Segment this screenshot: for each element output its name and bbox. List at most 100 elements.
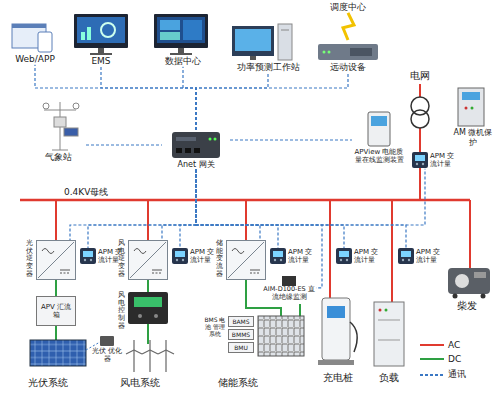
legend-line-sample (420, 355, 444, 363)
comm-line (101, 67, 196, 130)
ems-monitor (74, 14, 128, 55)
legend-line-sample (420, 341, 444, 349)
power-quality-device (368, 112, 390, 146)
node-label: 负载 (366, 372, 412, 384)
group-label: 风电系统 (120, 376, 160, 390)
meter-node: APM 交流计量 (172, 248, 220, 265)
node-label: Web/APP (8, 54, 62, 65)
legend-text: AC (448, 340, 460, 350)
comm-line (196, 170, 260, 240)
node-label: BMS 电池 管理 系统 (204, 316, 226, 338)
bms-box: BMU (228, 342, 254, 353)
busbar-label: 0.4KV母线 (64, 186, 108, 199)
app-node: Web/APP (8, 22, 62, 65)
node-label: BMMS (231, 331, 251, 338)
gateway-device (172, 132, 220, 158)
node-label: BMU (231, 344, 251, 351)
protection-node: AM 微机保护 (450, 86, 496, 147)
comm-line (196, 170, 406, 248)
generator-node: 柴发 (440, 262, 494, 312)
combiner-box: APV 汇流箱 (36, 296, 76, 326)
charging-pile (318, 298, 357, 365)
node-label: 光伏 优化器 (90, 348, 124, 364)
dc-line (55, 280, 57, 296)
node-label: 远动设备 (312, 62, 384, 73)
comm-line (180, 170, 196, 248)
wind-controller (128, 292, 168, 324)
node-label: APM 交流计量 (288, 248, 318, 265)
monitor-node: APView 电能质量在线监测装置 (352, 110, 406, 165)
comm-line (88, 170, 196, 248)
bms-box: BMMS (228, 329, 254, 340)
inverter-node: 光伏逆变器 (26, 240, 76, 280)
weather-node: 气象站 (30, 100, 86, 163)
comm-line (196, 73, 268, 130)
inverter-icons (37, 241, 266, 280)
node-label: 气象站 (30, 152, 86, 163)
comm-line (196, 170, 344, 248)
node-label: BAMS (231, 318, 251, 325)
node-label: APM 交流计量 (190, 248, 220, 265)
meter-node: APM 交流计量 (412, 152, 460, 169)
node-label: APV 汇流箱 (39, 303, 73, 320)
dc-line (147, 280, 149, 292)
insulation-monitor: AIM-D100-ES 直流绝缘监测 (262, 274, 316, 302)
data-center-node: 数据中心 (150, 12, 216, 67)
node-label: 充电桩 (312, 372, 364, 384)
node-label: Anet 网关 (162, 160, 230, 170)
data-center-monitor (154, 14, 208, 55)
node-label: 储能变流器 (216, 240, 223, 278)
web-app-icon (12, 24, 52, 52)
legend-line-sample (420, 371, 444, 379)
weather-station (43, 102, 79, 150)
node-label: 数据中心 (150, 56, 216, 67)
legend-text: 通讯 (448, 368, 466, 381)
legend-entry: 通讯 (420, 368, 466, 381)
node-label: 柴发 (440, 300, 494, 312)
node-label: APM 交流计量 (416, 248, 446, 265)
bms-box: BAMS (228, 316, 254, 327)
comm-line (162, 170, 196, 240)
node-label: APView 电能质量在线监测装置 (352, 148, 406, 165)
comm-line (70, 170, 196, 240)
workstation-node: 功率预测工作站 (226, 20, 310, 73)
node-label: 调度中心 (316, 2, 380, 13)
protection-cabinet (458, 88, 484, 126)
node-label: 风电控制器 (118, 292, 125, 330)
legend-entry: DC (420, 354, 461, 364)
group-label: 储能系统 (218, 376, 258, 390)
bms-node: BMS 电池 管理 系统 (204, 316, 226, 338)
meter-node: APM 交流计量 (336, 248, 384, 265)
node-label: AM 微机保护 (450, 128, 496, 147)
node-label: 电网 (400, 70, 440, 82)
charger-node: 充电桩 (312, 296, 364, 384)
telecontrol-device (318, 44, 378, 60)
node-label: APM 交流计量 (430, 152, 460, 169)
grid-node: 电网 (400, 70, 440, 82)
comm-line (230, 139, 352, 140)
comm-line (196, 170, 278, 248)
load-node: 负载 (366, 300, 412, 384)
node-label: 风电逆变器 (118, 240, 125, 278)
dispatch-node: 调度中心 (316, 2, 380, 13)
load-cabinet (374, 302, 404, 366)
legend-entry: AC (420, 340, 460, 350)
telecontrol-node: 远动设备 (312, 40, 384, 73)
node-label: AIM-D100-ES 直流绝缘监测 (262, 286, 316, 302)
workstation-icon (232, 24, 292, 60)
converter-node: 储能变流器 (216, 240, 266, 280)
legend-text: DC (448, 354, 461, 364)
ac-wiring (20, 84, 470, 302)
gateway-node: Anet 网关 (162, 130, 230, 170)
comm-line (35, 65, 196, 130)
comm-line (196, 170, 322, 288)
node-label: 功率预测工作站 (226, 62, 310, 73)
radio-link (343, 13, 354, 40)
diesel-generator (448, 268, 490, 299)
node-label: 光伏逆变器 (26, 240, 33, 278)
meter-node: APM 交流计量 (398, 248, 446, 265)
inverter-node: 风电逆变器 (118, 240, 168, 280)
comm-line (196, 169, 425, 225)
wind-turbines (126, 340, 174, 372)
meter-node: APM 交流计量 (270, 248, 318, 265)
